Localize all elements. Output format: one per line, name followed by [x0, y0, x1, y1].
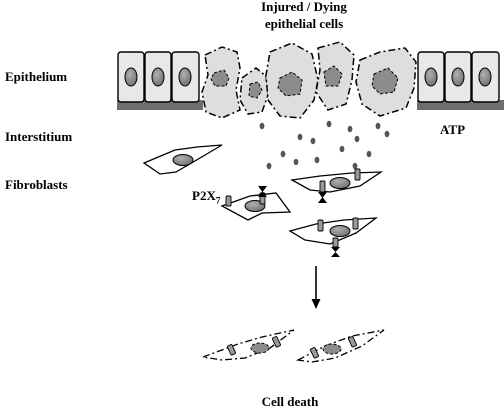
atp-dot	[297, 133, 303, 141]
fibroblast-resting	[142, 144, 223, 175]
atp-dot	[326, 120, 332, 128]
nucleus	[478, 67, 492, 87]
atp-dot	[280, 150, 286, 158]
dying-fibroblast-body	[200, 329, 295, 361]
fibroblast-nucleus	[329, 177, 351, 189]
p2x7-receptor	[226, 344, 236, 356]
fragmented-nucleus	[371, 67, 399, 95]
atp-binding-indicator	[258, 191, 267, 197]
atp-dot	[347, 125, 353, 133]
atp-binding-indicator	[258, 186, 267, 192]
atp-dot	[266, 162, 272, 170]
basement-membrane-right	[417, 100, 504, 110]
dying-fibroblasts	[200, 329, 385, 363]
atp-dot	[352, 162, 358, 170]
p2x7-receptor	[354, 168, 361, 181]
atp-dot	[259, 122, 265, 130]
cell-death-label: Cell death	[261, 394, 319, 409]
fibroblast-p2x7-lower-right	[288, 217, 379, 257]
nucleus	[124, 67, 138, 87]
interstitium-label: Interstitium	[5, 129, 73, 144]
nucleus	[451, 67, 465, 87]
p2x7-receptor	[347, 336, 357, 348]
atp-dot	[339, 145, 345, 153]
atp-binding-indicator	[318, 192, 327, 198]
nucleus	[424, 67, 438, 87]
fragmented-nucleus	[323, 65, 343, 87]
p2x7-label-subscript: 7	[215, 195, 221, 206]
p2x7-receptor	[225, 195, 232, 207]
arrow-to-cell-death	[311, 266, 321, 309]
p2x7-receptor	[309, 347, 319, 359]
atp-dot	[384, 130, 390, 138]
dying-fibroblast-body	[295, 329, 385, 363]
atp-binding-indicator	[331, 252, 340, 257]
atp-dot	[293, 158, 299, 166]
p2x7-receptor	[332, 237, 339, 248]
injured-cell-nuclei	[210, 65, 399, 99]
atp-dot	[366, 150, 372, 158]
dying-fibroblast-nucleus	[322, 343, 342, 355]
atp-label: ATP	[440, 122, 466, 137]
fragmented-nucleus	[210, 69, 230, 87]
nucleus	[178, 67, 192, 87]
atp-dot	[310, 137, 316, 145]
basement-membrane-left	[117, 100, 203, 110]
fibroblasts-label: Fibroblasts	[5, 177, 68, 192]
arrow-head	[311, 299, 321, 309]
atp-binding-indicator	[318, 197, 327, 203]
nucleus	[151, 67, 165, 87]
fragmented-nucleus	[277, 71, 303, 97]
atp-dot	[375, 122, 381, 130]
dying-fibroblast-nucleus	[250, 342, 270, 354]
atp-binding-indicator	[331, 247, 340, 252]
fibroblast-p2x7-upper-right	[289, 168, 384, 203]
p2x7-label: P2X7	[192, 189, 220, 206]
p2x7-receptor	[271, 336, 281, 348]
p2x7-receptor	[319, 180, 326, 193]
injured-cells-title-line1: Injured / Dying	[261, 0, 347, 14]
p2x7-receptor	[317, 219, 324, 232]
fragmented-nucleus	[248, 81, 263, 99]
fibroblast-nucleus	[329, 225, 351, 237]
healthy-epithelium-left	[117, 51, 203, 110]
epithelium-label: Epithelium	[5, 69, 68, 84]
atp-molecules	[259, 120, 390, 170]
fibroblast-nucleus	[172, 154, 194, 166]
p2x7-receptor	[352, 217, 359, 230]
injured-cells-title-line2: epithelial cells	[264, 16, 344, 31]
p2x7-label-main: P2X	[192, 188, 216, 203]
atp-dot	[354, 135, 360, 143]
fibroblast-p2x7-left	[220, 186, 292, 221]
atp-dot	[314, 156, 320, 164]
healthy-epithelium-right	[417, 51, 504, 110]
